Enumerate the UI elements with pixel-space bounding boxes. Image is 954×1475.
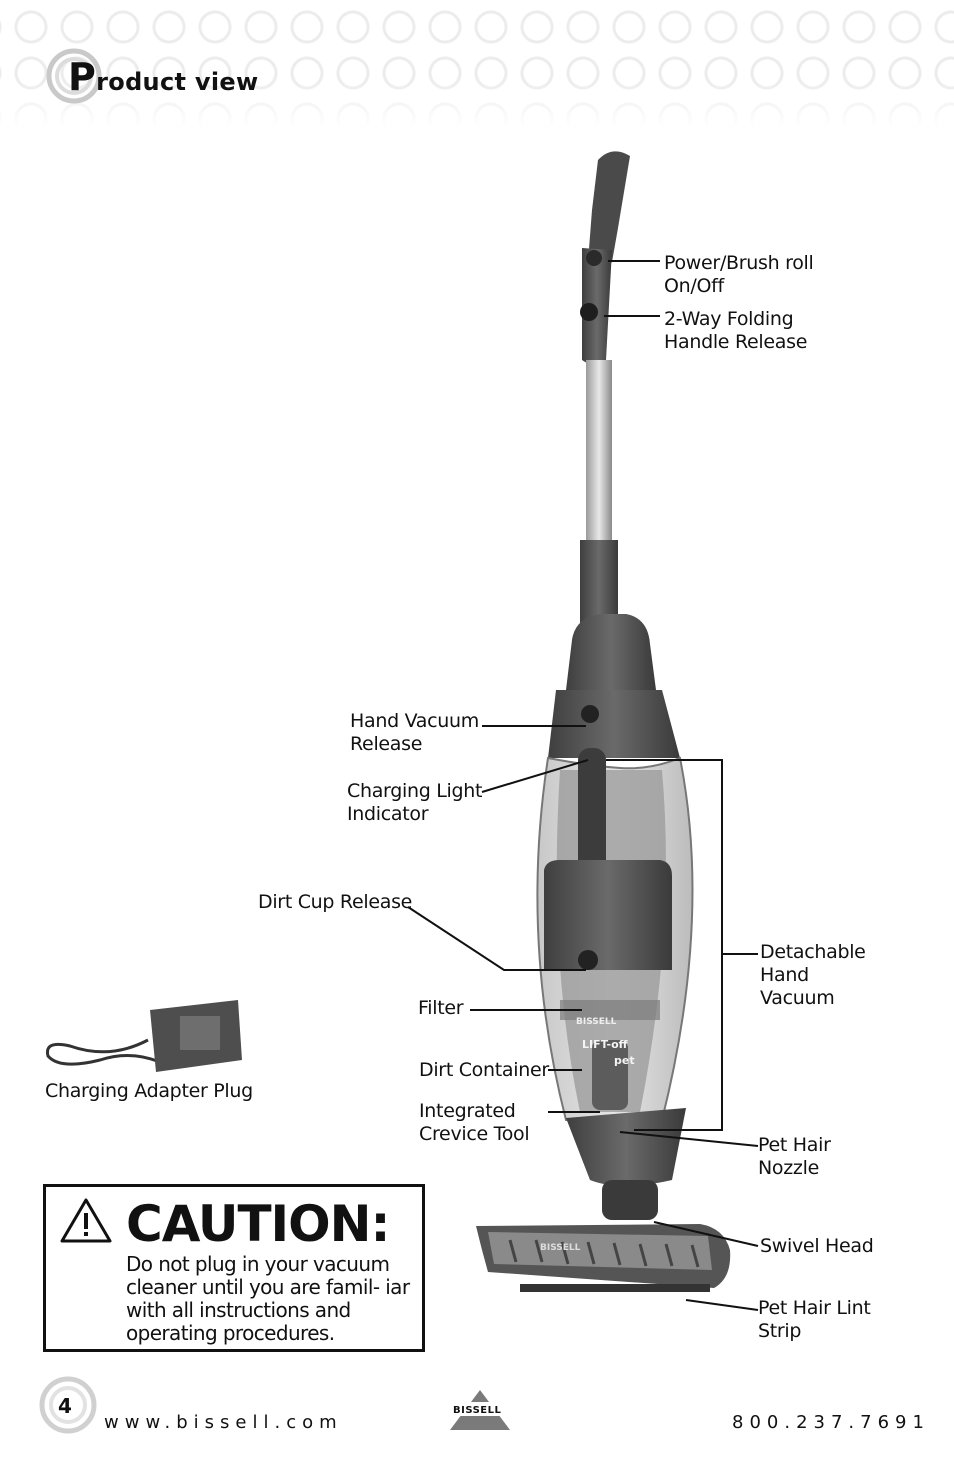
bissell-logo: BISSELL	[448, 1388, 512, 1432]
caution-text: Do not plug in your vacuum cleaner until…	[126, 1252, 410, 1345]
crevice-tool	[592, 1040, 628, 1110]
line-pet-nozzle	[619, 1131, 759, 1147]
label-charging-adapter: Charging Adapter Plug	[45, 1080, 253, 1102]
footer-url: www.bissell.com	[104, 1412, 343, 1433]
logo-triangle-icon	[450, 1390, 510, 1430]
label-pet-hair-nozzle: Pet Hair Nozzle	[758, 1134, 831, 1179]
line-lint-strip	[685, 1299, 759, 1311]
brush-bristles	[508, 1239, 700, 1268]
body-brand-text: BISSELL	[576, 1017, 617, 1027]
warning-icon	[60, 1198, 112, 1243]
motor-housing	[544, 860, 672, 970]
top-cap	[548, 690, 680, 758]
header-fade	[0, 80, 954, 128]
caution-box: CAUTION: Do not plug in your vacuum clea…	[43, 1184, 425, 1352]
folding-release-button	[580, 303, 598, 321]
label-charging-light: Charging Light Indicator	[347, 780, 483, 825]
dirt-cup-release-button	[578, 950, 598, 970]
filter	[560, 1000, 660, 1020]
label-filter: Filter	[418, 997, 464, 1019]
handle-upper	[582, 248, 612, 365]
label-hand-vacuum-release: Hand Vacuum Release	[350, 710, 479, 755]
handle-grip	[588, 151, 630, 267]
head-brand-text: BISSELL	[540, 1243, 581, 1253]
body-neck	[566, 614, 656, 690]
label-dirt-container: Dirt Container	[419, 1059, 549, 1081]
swirl-icon	[46, 48, 102, 104]
label-crevice-tool: Integrated Crevice Tool	[419, 1100, 530, 1145]
label-lint-strip: Pet Hair Lint Strip	[758, 1297, 871, 1342]
adapter-label	[180, 1016, 220, 1050]
title-initial: P	[68, 55, 97, 99]
line-dirt-cup	[407, 906, 586, 971]
label-folding-handle: 2-Way Folding Handle Release	[664, 308, 808, 353]
label-power-brush: Power/Brush roll On/Off	[664, 252, 814, 297]
brush-window	[488, 1232, 712, 1270]
leader-lines	[407, 260, 759, 1311]
power-switch	[586, 250, 602, 266]
body-model-text: LIFT-off	[582, 1038, 628, 1051]
footer-swirl-icon	[39, 1376, 97, 1434]
page-title: Product view	[68, 58, 258, 96]
line-swivel	[653, 1221, 759, 1247]
caution-heading: CAUTION:	[126, 1195, 391, 1253]
label-detachable-hand-vacuum: Detachable Hand Vacuum	[760, 941, 866, 1009]
label-swivel-head: Swivel Head	[760, 1235, 874, 1257]
body-model-sub-text: pet	[614, 1054, 635, 1067]
swivel-neck	[602, 1180, 658, 1220]
hand-vacuum-release-button	[581, 705, 599, 723]
pole	[586, 360, 612, 542]
line-detachable	[606, 759, 723, 1131]
logo-text: BISSELL	[453, 1405, 502, 1416]
label-dirt-cup-release: Dirt Cup Release	[258, 891, 413, 913]
adapter-cord	[45, 1038, 161, 1066]
page-number: 4	[58, 1394, 72, 1418]
line-charging-light	[481, 759, 589, 793]
lint-strip	[520, 1284, 710, 1292]
footer-phone: 800.237.7691	[732, 1412, 930, 1433]
base-collar	[566, 1108, 686, 1186]
title-rest: roduct view	[96, 68, 259, 96]
